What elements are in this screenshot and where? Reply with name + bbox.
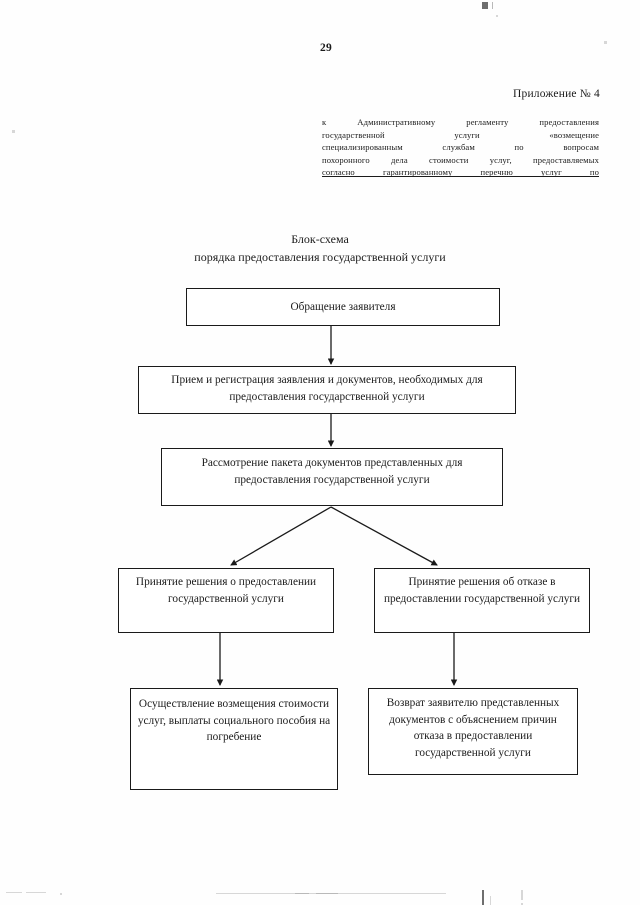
flowchart-title-line-1: Блок-схема <box>291 232 349 246</box>
scan-artifact <box>521 890 523 900</box>
flow-node-request-label: Обращение заявителя <box>290 300 396 313</box>
scan-artifact <box>521 903 523 905</box>
scan-artifact <box>490 896 491 905</box>
flow-node-payout-label: Осуществление возмещения стоимости услуг… <box>137 698 331 743</box>
reference-line-2: государственной услуги «возмещение <box>322 129 599 140</box>
scan-artifact <box>604 41 607 44</box>
scan-artifact <box>496 15 498 17</box>
reference-line-1: к Административному регламенту предостав… <box>322 117 599 127</box>
reference-paragraph: к Административному регламенту предостав… <box>322 116 599 179</box>
flow-node-intake-label: Прием и регистрация заявления и документ… <box>171 374 483 403</box>
scan-artifact <box>482 2 488 9</box>
page-number: 29 <box>320 42 333 54</box>
flow-node-review[interactable]: Рассмотрение пакета документов представл… <box>161 448 503 506</box>
appendix-label: Приложение № 4 <box>513 88 600 100</box>
scan-artifact <box>12 130 15 133</box>
flow-node-refuse[interactable]: Принятие решения об отказе в предоставле… <box>374 568 590 633</box>
scan-artifact <box>60 893 62 895</box>
flow-node-review-label: Рассмотрение пакета документов представл… <box>201 457 463 486</box>
flowchart-title: Блок-схема порядка предоставления госуда… <box>0 230 640 266</box>
scan-artifact <box>295 893 309 894</box>
scan-artifact <box>6 892 22 893</box>
reference-line-3: специализированным службам по вопросам <box>322 142 599 153</box>
flow-node-approve[interactable]: Принятие решения о предоставлении госуда… <box>118 568 334 633</box>
flow-node-payout[interactable]: Осуществление возмещения стоимости услуг… <box>130 688 338 790</box>
scan-artifact <box>482 890 484 905</box>
flow-node-return-docs[interactable]: Возврат заявителю представленных докумен… <box>368 688 578 775</box>
scan-artifact <box>492 2 493 9</box>
reference-line-4: похоронного дела стоимости услуг, предос… <box>322 154 599 165</box>
flow-node-intake[interactable]: Прием и регистрация заявления и документ… <box>138 366 516 414</box>
flow-node-approve-label: Принятие решения о предоставлении госуда… <box>135 576 317 605</box>
flow-node-return-docs-label: Возврат заявителю представленных докумен… <box>386 697 560 759</box>
flow-node-refuse-label: Принятие решения об отказе в предоставле… <box>383 576 581 605</box>
scan-artifact <box>432 893 446 894</box>
flowchart-title-line-2: порядка предоставления государственной у… <box>194 250 446 264</box>
scan-artifact <box>316 893 338 894</box>
scan-artifact <box>26 892 46 893</box>
reference-line-5: согласно гарантированному перечню услуг … <box>322 167 599 178</box>
flow-node-request[interactable]: Обращение заявителя <box>186 288 500 326</box>
